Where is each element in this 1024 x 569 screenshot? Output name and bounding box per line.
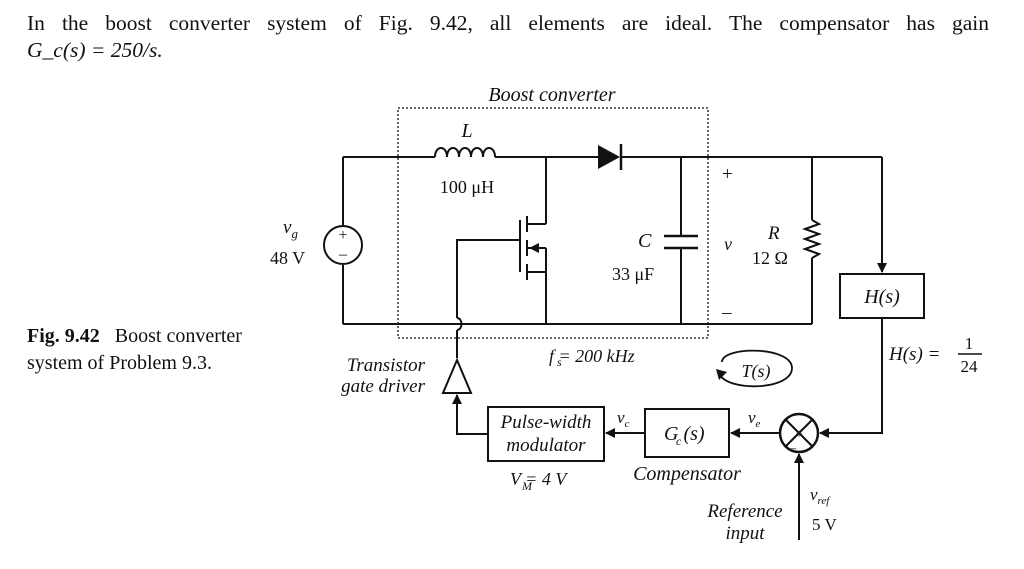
loop-gain-arc: [719, 349, 793, 388]
vref-value: 5 V: [812, 515, 837, 534]
gate-driver-label-line2: gate driver: [341, 376, 426, 397]
loop-gain-arrowhead: [716, 369, 727, 380]
gate-driver-label-line1: Transistor: [347, 355, 426, 376]
compensator-block-label: G (s): [664, 423, 705, 445]
gate-driver-symbol: [441, 357, 473, 394]
resistor-value: 12 Ω: [752, 248, 788, 268]
sensor-equation-lhs: H(s) =: [888, 344, 940, 365]
figure-label: Fig. 9.42: [27, 325, 100, 347]
inductor-value: 100 μH: [440, 177, 494, 197]
diode-symbol: [598, 144, 623, 170]
output-minus-sign: –: [721, 302, 732, 323]
output-voltage-symbol: v: [724, 234, 732, 254]
figure-caption: Fig. 9.42 Boost converter system of Prob…: [27, 323, 307, 377]
pwm-gain: V = 4 V: [510, 469, 568, 489]
caption-text-b: system of Problem 9.3.: [27, 352, 212, 374]
problem-statement-line2: G_c(s) = 250/s.: [27, 38, 163, 62]
output-plus-sign: +: [722, 164, 733, 185]
mosfet-body-arrow: [529, 243, 539, 253]
problem-statement-line1: In the boost converter system of Fig. 9.…: [27, 11, 989, 35]
vref-label: vref: [810, 485, 831, 507]
inductor-symbol-label: L: [460, 120, 472, 142]
error-voltage-label: ve: [748, 408, 761, 430]
svg-text:+: +: [338, 227, 347, 244]
capacitor-symbol: [664, 234, 698, 250]
summing-junction: + –: [778, 412, 820, 455]
resistor-symbol: [802, 219, 822, 259]
caption-text-a: Boost converter: [114, 325, 242, 347]
pwm-to-driver-wire: [452, 394, 488, 435]
svg-text:–: –: [338, 246, 348, 263]
sensor-block-label: H(s): [863, 286, 900, 308]
reference-label-line1: Reference: [706, 501, 782, 522]
compensator-block-sub: c: [676, 434, 682, 448]
source-value: 48 V: [270, 248, 305, 268]
voltage-source-symbol: + –: [323, 225, 363, 265]
sensor-equation-numerator: 1: [965, 334, 974, 353]
switching-frequency-sub: s: [557, 355, 562, 369]
pwm-gain-sub: M: [521, 479, 533, 493]
circuit-wires: [342, 156, 887, 438]
source-symbol: vg: [283, 217, 298, 241]
resistor-symbol-label: R: [767, 223, 780, 244]
control-voltage-label: vc: [617, 408, 630, 430]
reference-label-line2: input: [725, 523, 765, 544]
boost-converter-boundary: [397, 107, 709, 339]
switching-frequency: f = 200 kHz: [549, 346, 635, 366]
svg-text:+: +: [795, 426, 802, 441]
compensator-label: Compensator: [633, 463, 741, 485]
pwm-label-line2: modulator: [506, 435, 586, 456]
pwm-label-line1: Pulse-width: [500, 412, 592, 433]
boost-converter-label: Boost converter: [488, 84, 615, 106]
capacitor-value: 33 μF: [612, 264, 654, 284]
compensator-block: [644, 408, 730, 458]
mosfet-symbol: [456, 216, 547, 358]
sensor-block: [839, 273, 925, 319]
sensor-equation-denominator: 24: [961, 357, 979, 376]
inductor-symbol: [434, 147, 496, 158]
svg-text:–: –: [789, 440, 797, 455]
loop-gain-label: T(s): [741, 361, 770, 382]
capacitor-symbol-label: C: [638, 230, 652, 252]
